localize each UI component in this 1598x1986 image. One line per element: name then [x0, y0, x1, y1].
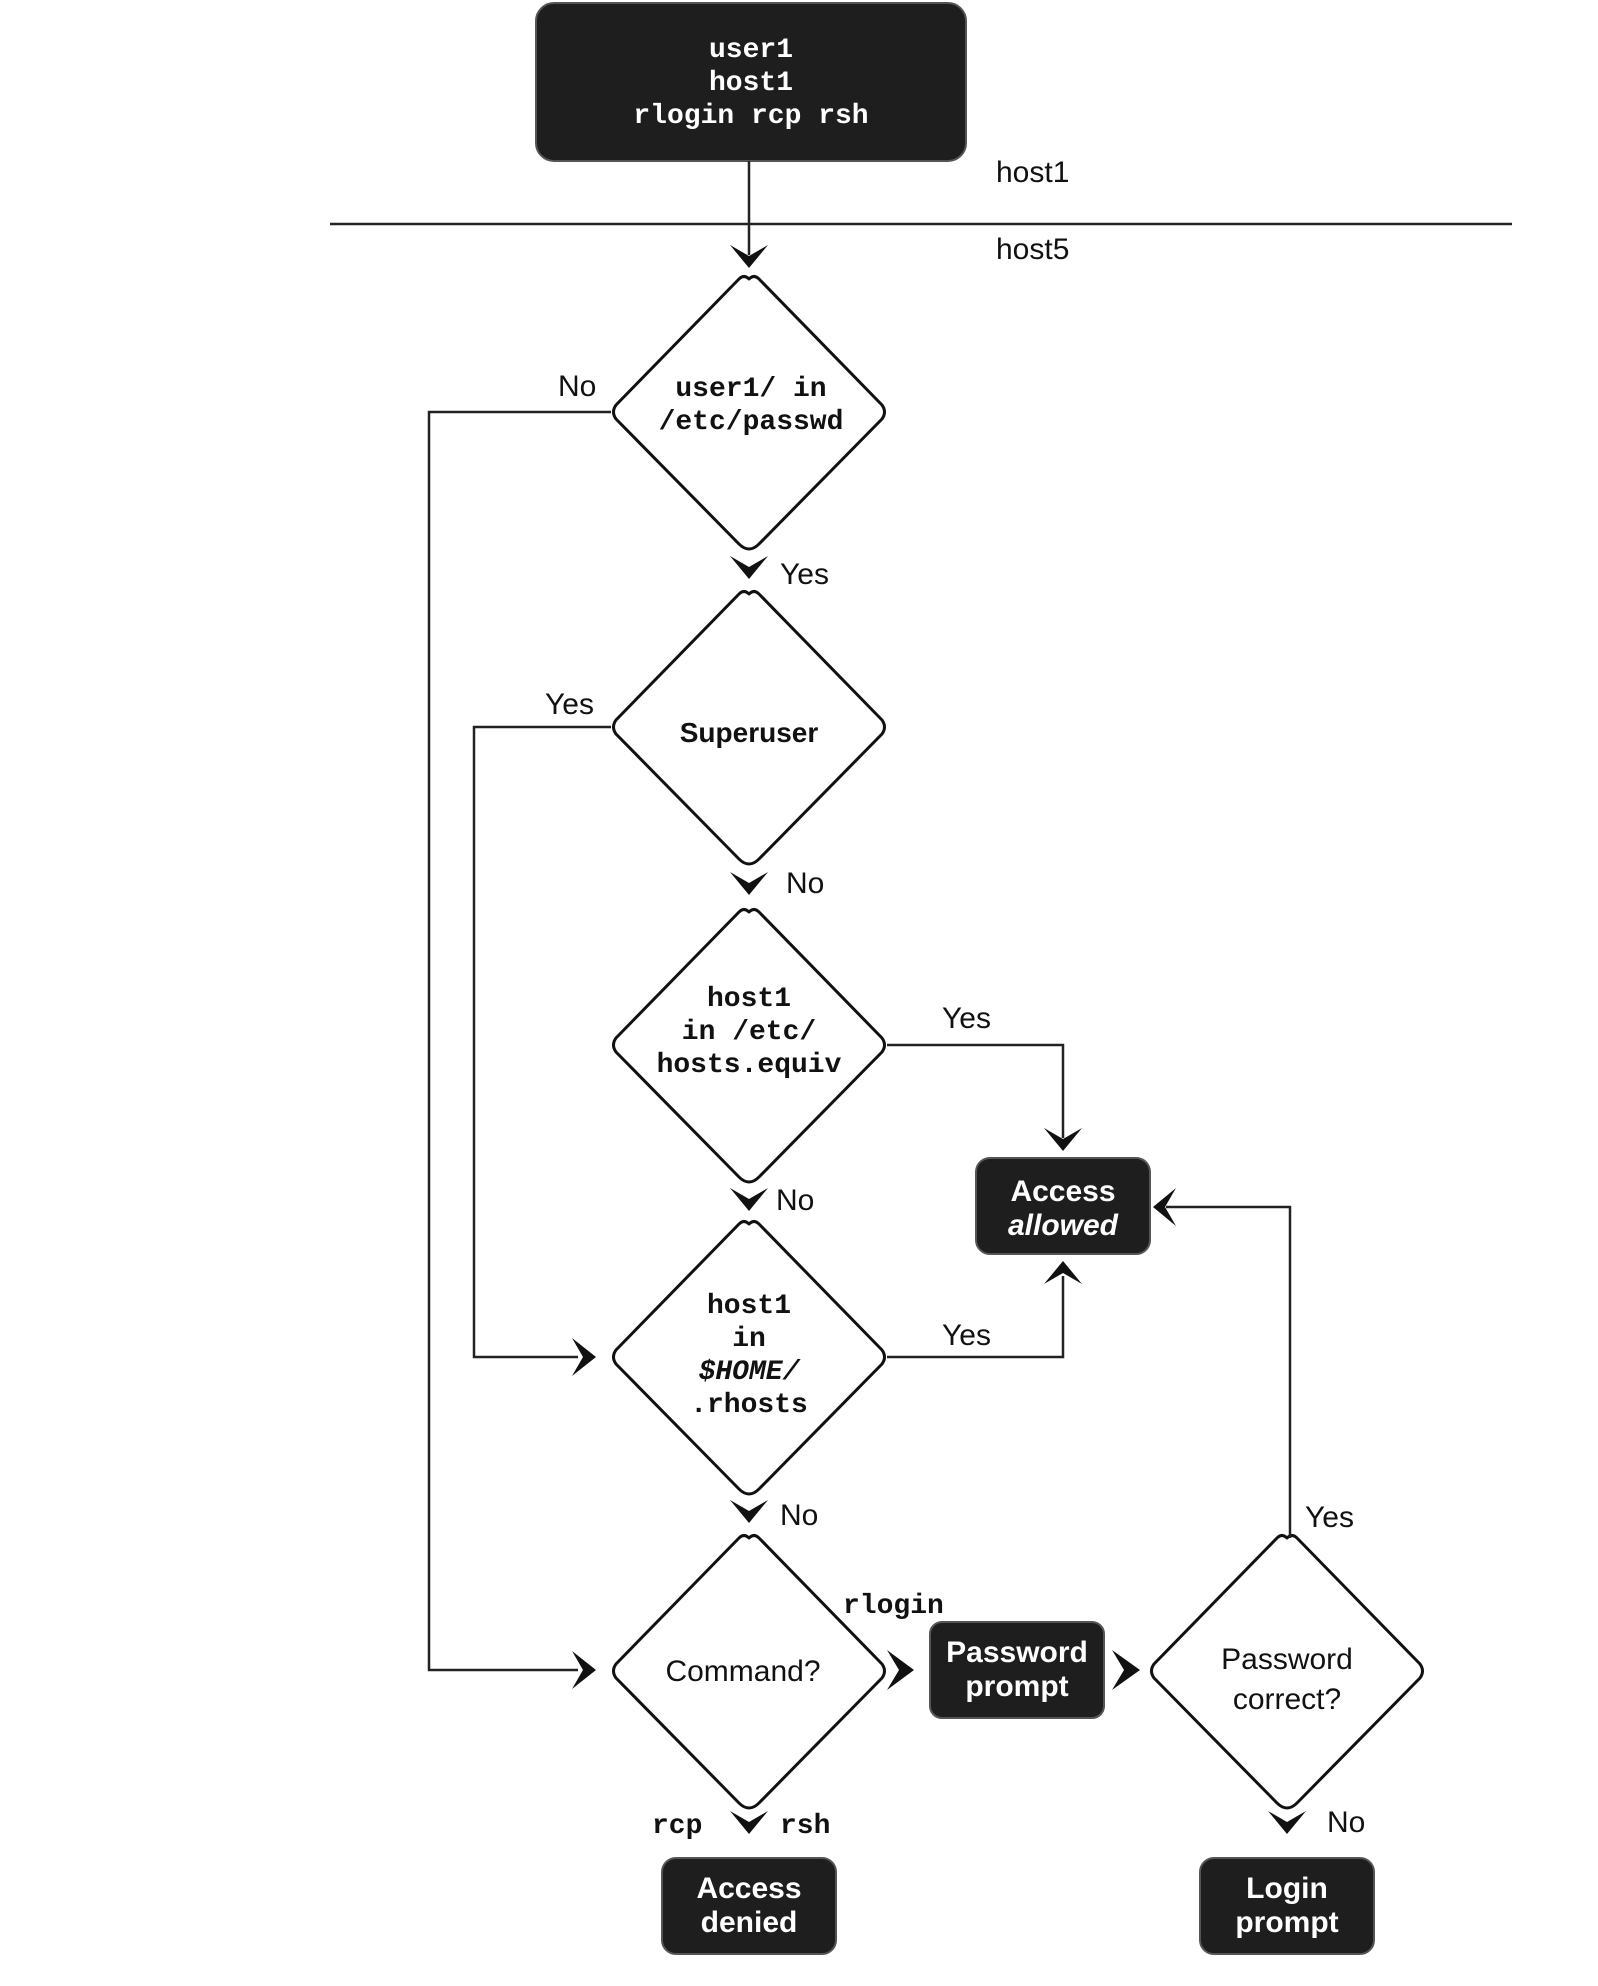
- command-rlogin-label: rlogin: [843, 1591, 944, 1622]
- hosts-equiv-line-1: host1: [707, 984, 791, 1015]
- command-rsh-label: rsh: [780, 1811, 830, 1842]
- access-allowed-line-1: Access: [1010, 1175, 1115, 1208]
- access-allowed-line-2: allowed: [1008, 1209, 1119, 1242]
- arrow-command-rlogin: [887, 1650, 914, 1690]
- arrow-hosts-equiv-no: [730, 1188, 768, 1211]
- password-correct-yes-label: Yes: [1305, 1501, 1354, 1534]
- password-prompt-line-2: prompt: [965, 1670, 1068, 1703]
- connector-password-correct-yes: [1166, 1205, 1292, 1538]
- rhosts-yes-label: Yes: [942, 1319, 991, 1352]
- passwd-no-label: No: [558, 370, 596, 403]
- superuser-yes-label: Yes: [545, 688, 594, 721]
- access-denied-line-1: Access: [696, 1872, 801, 1905]
- outcome-password-prompt: Password prompt: [929, 1621, 1105, 1719]
- command-label: Command?: [665, 1655, 820, 1688]
- outcome-access-denied: Access denied: [661, 1857, 837, 1955]
- passwd-line-2: /etc/passwd: [659, 407, 844, 438]
- source-user: user1: [709, 35, 793, 66]
- hosts-equiv-line-2: in /etc/: [682, 1017, 816, 1048]
- source-host: host1: [709, 68, 793, 99]
- arrow-superuser-no: [730, 872, 768, 895]
- superuser-label: Superuser: [680, 717, 819, 748]
- outcome-login-prompt: Login prompt: [1199, 1857, 1375, 1955]
- hosts-equiv-line-3: hosts.equiv: [657, 1050, 842, 1081]
- password-correct-line-2: correct?: [1233, 1683, 1341, 1716]
- passwd-yes-label: Yes: [780, 558, 829, 591]
- connector-passwd-no: [427, 410, 611, 1672]
- connector-rhosts-yes: [887, 1276, 1065, 1359]
- decision-hosts-equiv: host1 in /etc/ hosts.equiv: [612, 908, 886, 1184]
- connector-superuser-yes: [472, 725, 611, 1359]
- host-label-bottom: host5: [996, 233, 1069, 266]
- rhosts-no-label: No: [780, 1499, 818, 1532]
- source-box: user1 host1 rlogin rcp rsh: [535, 2, 967, 162]
- arrow-into-command: [572, 1651, 596, 1689]
- connector-hosts-equiv-yes: [887, 1043, 1065, 1138]
- arrow-password-correct-no: [1268, 1811, 1306, 1834]
- arrow-into-password-correct: [1112, 1650, 1140, 1690]
- passwd-line-1: user1/ in: [675, 374, 826, 405]
- rhosts-line-2: in: [732, 1324, 766, 1355]
- password-prompt-line-1: Password: [946, 1636, 1088, 1669]
- password-correct-no-label: No: [1327, 1806, 1365, 1839]
- decision-password-correct: Password correct?: [1150, 1534, 1424, 1810]
- decision-rhosts: host1 in $HOME/ .rhosts: [612, 1220, 886, 1496]
- source-commands: rlogin rcp rsh: [633, 101, 868, 132]
- access-denied-line-2: denied: [701, 1906, 798, 1939]
- login-prompt-line-1: Login: [1246, 1872, 1328, 1905]
- arrow-into-access-allowed-right: [1153, 1188, 1176, 1226]
- decision-command: Command?: [612, 1534, 886, 1810]
- host-label-top: host1: [996, 156, 1069, 189]
- arrow-passwd-yes: [730, 556, 768, 579]
- rhosts-line-4: .rhosts: [690, 1390, 808, 1421]
- hosts-equiv-yes-label: Yes: [942, 1002, 991, 1035]
- arrow-into-passwd: [730, 245, 768, 268]
- rhosts-line-1: host1: [707, 1291, 791, 1322]
- hosts-equiv-no-label: No: [776, 1184, 814, 1217]
- arrow-into-access-allowed-top: [1044, 1128, 1082, 1151]
- outcome-access-allowed: Access allowed: [975, 1157, 1151, 1255]
- login-prompt-line-2: prompt: [1235, 1906, 1338, 1939]
- arrow-into-rhosts: [572, 1338, 596, 1376]
- decision-passwd: user1/ in /etc/passwd: [612, 275, 886, 551]
- arrow-into-access-allowed-bottom: [1044, 1261, 1082, 1284]
- superuser-no-label: No: [786, 867, 824, 900]
- decision-superuser: Superuser: [612, 590, 886, 866]
- password-correct-line-1: Password: [1221, 1643, 1353, 1676]
- command-rcp-label: rcp: [652, 1811, 702, 1842]
- arrow-command-rcp-rsh: [730, 1811, 768, 1834]
- arrow-rhosts-no: [730, 1500, 768, 1523]
- rhosts-line-3: $HOME/: [699, 1357, 802, 1388]
